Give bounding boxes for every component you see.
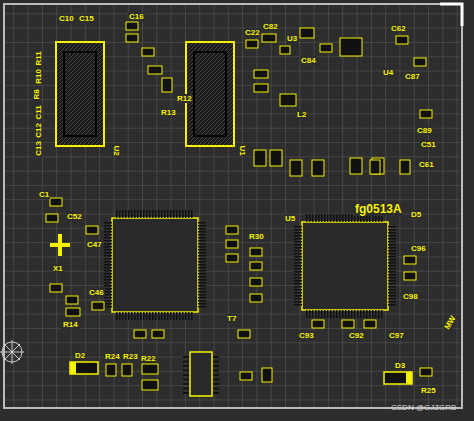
part-designator: R11 <box>34 50 43 66</box>
part-designator: T7 <box>226 314 237 323</box>
qfp-chip <box>298 218 392 314</box>
part-designator: R25 <box>420 386 437 395</box>
part-designator: C98 <box>402 292 419 301</box>
part-designator: C96 <box>410 244 427 253</box>
watermark: CSDN @GJZGRB <box>390 403 457 412</box>
part-designator: D5 <box>410 210 422 219</box>
part-designator: C10 <box>58 14 75 23</box>
part-designator: C12 <box>34 122 43 139</box>
part-designator: U3 <box>286 34 298 43</box>
part-designator: C87 <box>404 72 421 81</box>
part-designator: R23 <box>122 352 139 361</box>
part-designator: R13 <box>160 108 177 117</box>
diode-symbol <box>70 362 412 384</box>
part-designator: R10 <box>34 68 43 85</box>
part-designator: R22 <box>140 354 157 363</box>
part-designator: C52 <box>66 212 83 221</box>
grid <box>4 4 462 408</box>
part-designator: R12 <box>176 94 193 103</box>
part-designator: C13 <box>34 140 43 157</box>
part-designator: L2 <box>296 110 307 119</box>
part-designator: C47 <box>86 240 103 249</box>
ic-package <box>56 42 234 146</box>
part-designator: R14 <box>62 320 79 329</box>
part-designator: D3 <box>394 361 406 370</box>
part-designator: R8 <box>32 88 41 100</box>
soic-chip <box>186 352 216 396</box>
part-designator: C92 <box>348 331 365 340</box>
part-designator: C82 <box>262 22 279 31</box>
part-designator: C15 <box>78 14 95 23</box>
part-designator: C97 <box>388 331 405 340</box>
part-designator: U4 <box>382 68 394 77</box>
part-designator: C89 <box>416 126 433 135</box>
corner-mark <box>440 4 462 26</box>
part-designator: X1 <box>52 264 64 273</box>
qfp-chip <box>108 214 202 316</box>
fiducial <box>0 340 24 364</box>
part-designator: C16 <box>128 12 145 21</box>
part-designator: MW <box>442 313 458 332</box>
part-designator: U1 <box>238 144 247 156</box>
part-designator: C22 <box>244 28 261 37</box>
part-designator: C84 <box>300 56 317 65</box>
part-designator: R24 <box>104 352 121 361</box>
board-edge <box>4 4 462 408</box>
board-name: fg0513A <box>354 203 403 216</box>
part-designator: C62 <box>390 24 407 33</box>
passive-part <box>46 22 432 390</box>
part-designator: U2 <box>112 144 121 156</box>
part-designator: U5 <box>284 214 296 223</box>
part-designator: D2 <box>74 351 86 360</box>
part-designator: C1 <box>38 190 50 199</box>
part-designator: C93 <box>298 331 315 340</box>
part-designator: C51 <box>420 140 437 149</box>
part-designator: C46 <box>88 288 105 297</box>
part-designator: C11 <box>34 104 43 120</box>
part-designator: C61 <box>418 160 435 169</box>
crystal-symbol <box>50 234 70 256</box>
part-designator: R30 <box>248 232 265 241</box>
